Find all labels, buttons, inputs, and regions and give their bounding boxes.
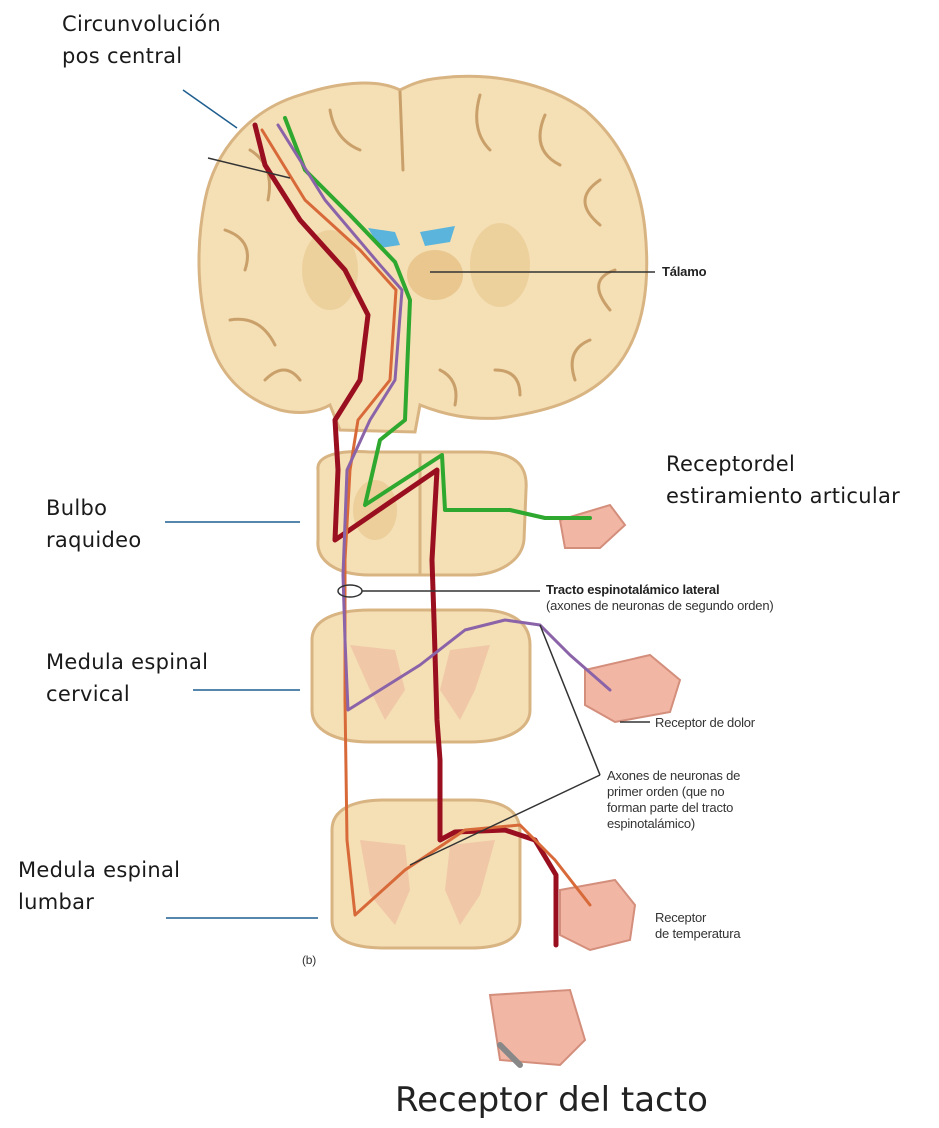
label-figure-letter: (b) [302,952,316,968]
label-medula-lumbar: Medula espinal lumbar [18,854,180,918]
brain-coronal-section [199,76,647,432]
touch-receptor-patch [490,990,585,1065]
temperature-receptor-patch [560,880,635,950]
joint-receptor-patch [560,505,625,548]
label-circunvolucion: Circunvolución pos central [62,8,221,72]
label-receptor-temperatura: Receptor de temperatura [655,910,740,942]
label-receptor-estiramiento: Receptordel estiramiento articular [666,448,900,512]
label-receptor-dolor: Receptor de dolor [655,715,755,731]
leader-circunvolucion [183,90,237,128]
label-bulbo: Bulbo raquideo [46,492,141,556]
label-receptor-tacto: Receptor del tacto [395,1080,708,1120]
lumbar-cord-section [332,800,520,948]
label-axones-primer: Axones de neuronas de primer orden (que … [607,768,740,832]
label-talamo: Tálamo [662,264,706,280]
label-tracto-title: Tracto espinotalámico lateral [546,582,719,598]
pain-receptor-patch [585,655,680,722]
label-medula-cervical: Medula espinal cervical [46,646,208,710]
label-tracto-sub: (axones de neuronas de segundo orden) [546,598,774,614]
